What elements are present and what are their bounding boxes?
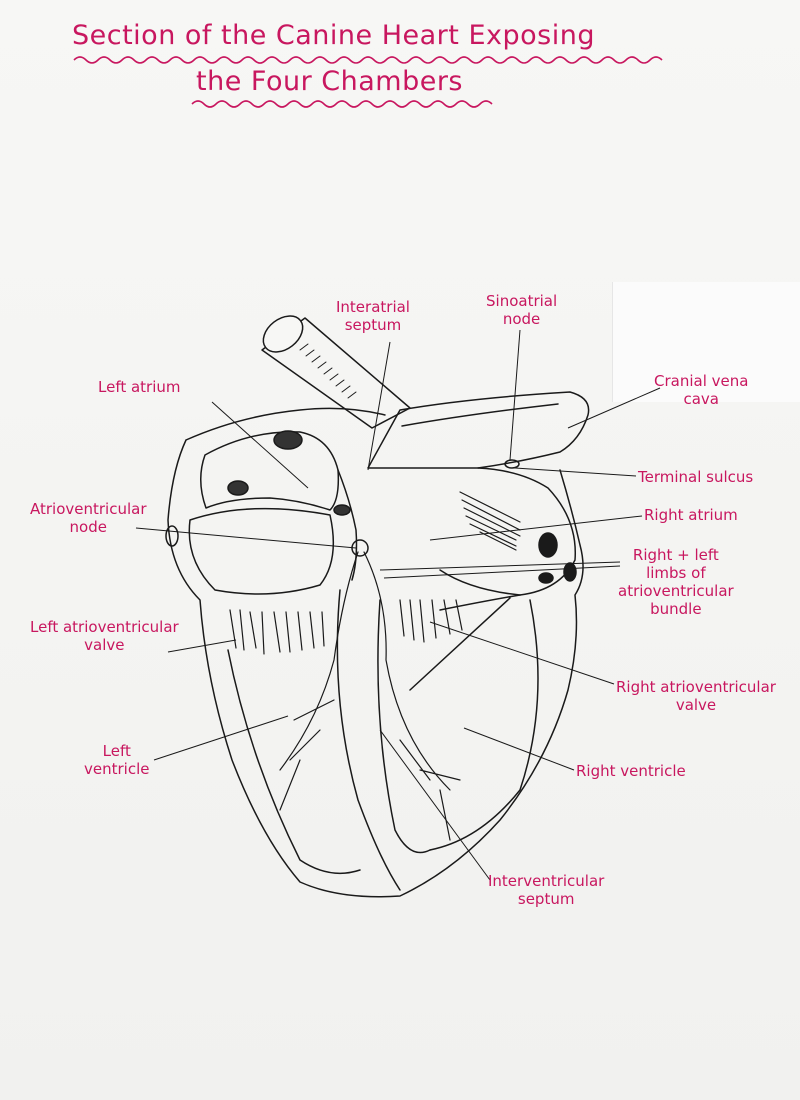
cranial-vena-cava-tube [367,391,590,469]
title-underline-2 [191,100,493,108]
title-line-1: Section of the Canine Heart Exposing [72,20,595,51]
left-atrium-inner [200,431,340,511]
sa-node-shape [504,459,520,469]
title-underline-1 [73,56,663,64]
label-right-atrium: Right atrium [644,506,738,524]
heart-outline-group [165,315,590,898]
leader-limbs-1 [379,561,621,571]
interventricular-septum-line-2 [377,599,431,854]
av-bundle-left-limb [279,551,359,811]
left-av-valve-ring [188,507,335,595]
title-line-2: the Four Chambers [196,66,464,97]
right-ventricle-cavity [429,599,539,851]
aorta-hatching [299,343,357,399]
right-av-cusp [409,594,521,691]
leader-av-node [135,527,357,549]
leader-limbs-2 [383,565,621,579]
paper-overlap [612,282,800,402]
leader-cranial-vena [567,387,661,429]
pulmonary-vein-1 [273,430,303,450]
label-right-ventricle: Right ventricle [576,762,686,780]
leader-sinoatrial [509,329,521,461]
left-ventricle-cavity [227,649,361,875]
leader-left-av [167,639,237,653]
right-av-chordae [399,599,463,643]
interventricular-septum-line [336,589,401,891]
interatrial-septum-line [337,469,358,581]
leader-lines [135,329,661,881]
pulmonary-vein-2 [227,480,249,496]
vena-cava-inner [401,403,559,427]
leader-right-ventricle [463,727,575,771]
av-bundle-right-limb [363,551,461,841]
left-av-chordae [229,609,325,655]
septal-vessel [333,504,351,516]
coronary-vessel-left [165,525,179,547]
title-underlines [73,56,663,108]
leader-right-atrium [429,515,643,541]
right-atrium-wall [439,467,577,596]
coronary-vessel-right-2 [563,562,577,582]
leader-interventricular [379,729,491,881]
label-terminal-sulcus: Terminal sulcus [638,468,754,486]
coronary-vessel-right-3 [538,572,554,584]
right-atrium-pectinate [459,491,521,551]
leader-left-ventricle [153,715,289,761]
heart-outer-wall [167,407,584,898]
leader-right-av [429,621,615,685]
leader-terminal-sulcus [514,467,637,477]
aorta-opening [262,315,304,353]
label-left-atrium: Left atrium [98,378,181,396]
leader-left-atrium [211,401,309,489]
coronary-vessel-right-1 [538,532,558,558]
leader-interatrial [367,341,391,471]
